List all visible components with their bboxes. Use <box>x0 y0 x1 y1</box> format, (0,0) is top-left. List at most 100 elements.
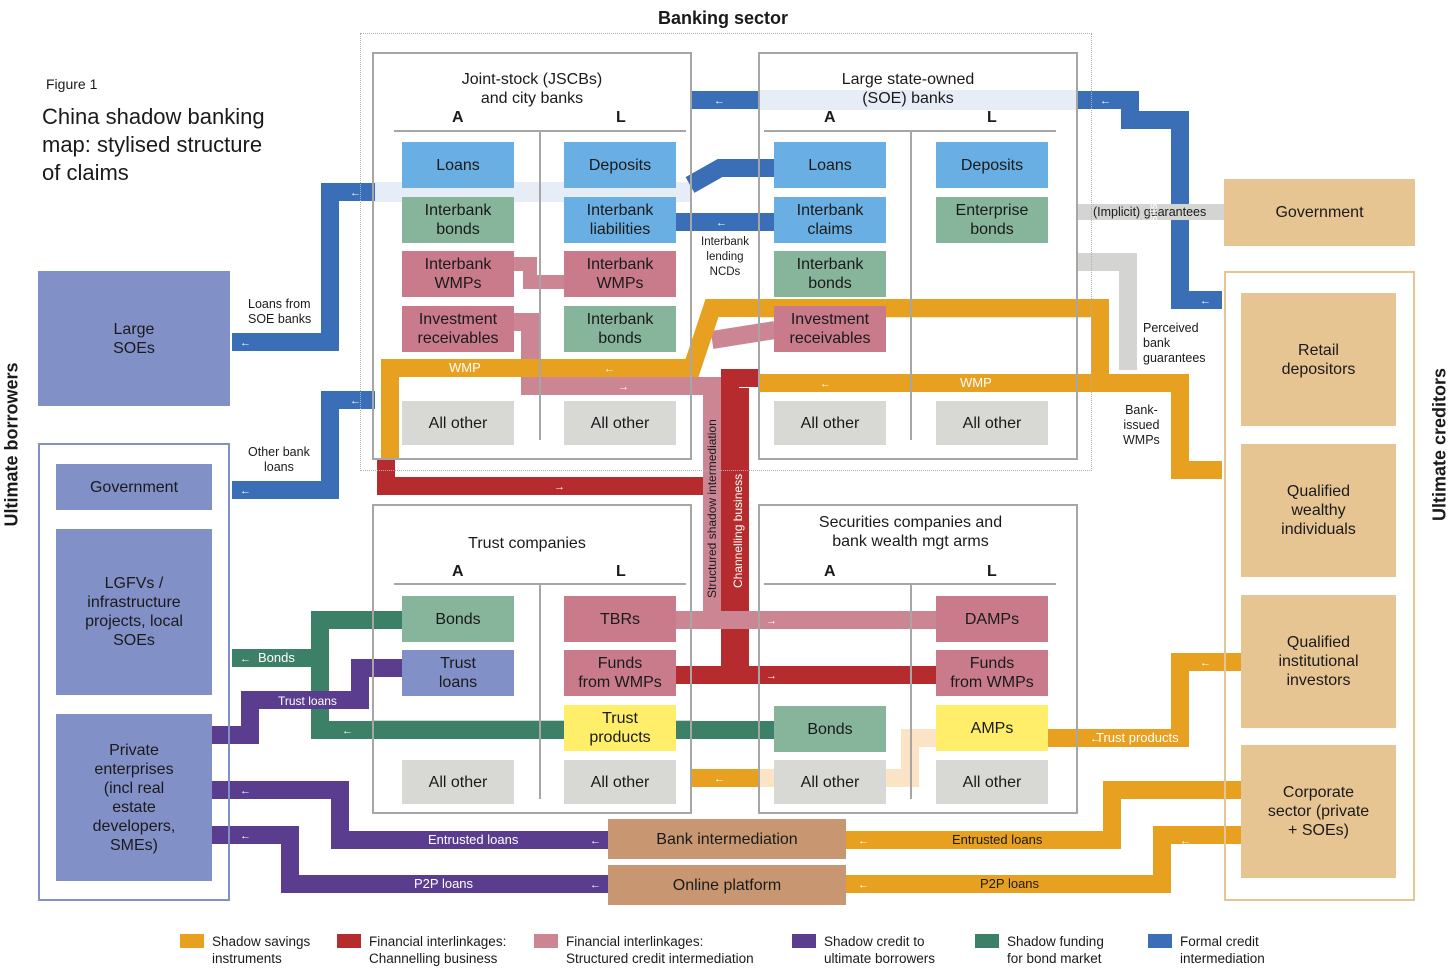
svg-text:←: ← <box>1100 95 1111 107</box>
panel-trust-title: Trust companies <box>468 535 586 552</box>
svg-text:→: → <box>766 615 777 627</box>
panel-jscb <box>372 52 692 460</box>
jscb-all-other-liab: All other <box>564 401 676 445</box>
flow-other-bank-loans <box>232 391 375 499</box>
soe-deposits: Deposits <box>936 142 1048 188</box>
trust-loans: Trust loans <box>402 650 514 696</box>
flow-wmp <box>381 299 1222 479</box>
sec-amps: AMPs <box>936 705 1048 751</box>
svg-text:←: ← <box>240 337 251 349</box>
flow-entrusted-left <box>212 781 610 849</box>
flow-structured-down <box>690 377 938 629</box>
legend-swatch-formal-credit <box>1148 934 1172 948</box>
svg-text:→: → <box>766 670 777 682</box>
legend-swatch-channelling <box>337 934 361 948</box>
svg-text:←: ← <box>604 363 615 375</box>
label-trust-loans: Trust loans <box>278 694 337 708</box>
jscb-interbank-wmps: Interbank WMPs <box>402 251 514 297</box>
svg-text:←: ← <box>240 785 251 797</box>
label-loans-soe-banks: Loans from SOE banks <box>248 297 312 326</box>
svg-text:←: ← <box>240 485 251 497</box>
legend-shadow-savings: Shadow savings instruments <box>212 934 311 966</box>
svg-text:←: ← <box>590 835 601 847</box>
label-structured: Structured shadow intermediation <box>705 419 719 598</box>
trust-all-other-assets: All other <box>402 760 514 804</box>
panel-soe <box>758 52 1078 460</box>
flow-p2p-right <box>846 826 1242 893</box>
label-bonds: Bonds <box>258 650 295 665</box>
sec-all-other-assets: All other <box>774 760 886 804</box>
jscb-interbank-bonds-liab: Interbank bonds <box>564 306 676 352</box>
panel-jscb-title: Joint-stock (JSCBs) and city banks <box>461 71 603 107</box>
svg-text:←: ← <box>240 830 251 842</box>
legend-bond-funding: Shadow funding for bond market <box>1007 934 1104 966</box>
creditor-corporate-sector: Corporate sector (private + SOEs) <box>1241 745 1396 878</box>
sec-liabilities-header: L <box>987 563 997 580</box>
panel-securities-title: Securities companies and bank wealth mgt… <box>818 514 1003 550</box>
label-p2p-right: P2P loans <box>980 876 1040 891</box>
soe-all-other-assets: All other <box>774 401 886 445</box>
legend-structured: Financial interlinkages: Structured cred… <box>566 934 754 966</box>
soe-all-other-liab: All other <box>936 401 1048 445</box>
jscb-deposits: Deposits <box>564 142 676 188</box>
svg-text:←: ← <box>820 378 831 390</box>
bank-intermediation: Bank intermediation <box>608 819 846 859</box>
trust-assets-header: A <box>452 563 464 580</box>
flow-bonds-funding <box>311 611 776 739</box>
soe-assets-header: A <box>824 109 836 126</box>
jscb-investment-receivables: Investment receivables <box>402 306 514 352</box>
label-deposits: Deposits <box>1146 203 1160 250</box>
flow-structured-jscb <box>514 313 690 395</box>
soe-col-divider <box>910 130 912 440</box>
ultimate-creditors-title: Ultimate creditors <box>1429 367 1450 522</box>
creditors-group-outline <box>1224 271 1415 901</box>
flow-trust-loans <box>212 659 402 744</box>
sec-col-divider <box>910 583 912 799</box>
trust-tbrs: TBRs <box>564 596 676 642</box>
legend-channelling: Financial interlinkages: Channelling bus… <box>369 934 507 966</box>
legend-swatch-shadow-savings <box>180 934 204 948</box>
trust-bonds: Bonds <box>402 596 514 642</box>
label-wmp-left: WMP <box>449 360 481 375</box>
flow-channelling-trust <box>676 486 739 684</box>
svg-text:←: ← <box>1200 295 1211 307</box>
figure-title: China shadow banking map: stylised struc… <box>42 104 265 185</box>
svg-text:←: ← <box>350 395 361 407</box>
svg-text:←: ← <box>350 187 361 199</box>
label-trust-products: Trust products <box>1096 730 1179 745</box>
svg-text:→: → <box>618 381 629 393</box>
flow-trust-products <box>1048 653 1242 747</box>
svg-text:←: ← <box>716 217 727 229</box>
panel-securities <box>758 504 1078 814</box>
sec-damps: DAMPs <box>936 596 1048 642</box>
borrowers-group-outline <box>38 443 230 901</box>
banking-sector-title: Banking sector <box>657 8 789 28</box>
borrower-private-enterprises: Private enterprises (incl real estate de… <box>56 714 212 881</box>
flow-interbank-wmps <box>514 257 566 289</box>
flow-structured-soe <box>710 321 777 349</box>
jscb-interbank-wmps-liab: Interbank WMPs <box>564 251 676 297</box>
trust-all-other-liab: All other <box>564 760 676 804</box>
flow-perceived-guarantees <box>1078 253 1137 370</box>
svg-text:←: ← <box>240 653 251 665</box>
banking-sector-outline <box>360 33 1092 471</box>
creditor-retail-depositors: Retail depositors <box>1241 293 1396 426</box>
svg-text:←: ← <box>858 879 869 891</box>
sec-funds-from-wmps: Funds from WMPs <box>936 650 1048 696</box>
flow-deposits <box>1078 91 1222 309</box>
sec-all-other-liab: All other <box>936 760 1048 804</box>
svg-text:←: ← <box>1200 657 1211 669</box>
flow-entrusted-right <box>846 781 1242 849</box>
borrower-lgfvs: LGFVs / infrastructure projects, local S… <box>56 529 212 695</box>
flow-soe-loans-link <box>685 159 775 193</box>
sec-assets-header: A <box>824 563 836 580</box>
flow-loans-soe-banks <box>232 183 375 351</box>
svg-text:←: ← <box>714 773 725 785</box>
creditor-wealthy-individuals: Qualified wealthy individuals <box>1241 444 1396 577</box>
sec-bonds: Bonds <box>774 706 886 752</box>
soe-loans: Loans <box>774 142 886 188</box>
svg-text:←: ← <box>714 95 725 107</box>
label-perceived-guarantees: Perceived bank guarantees <box>1143 321 1206 365</box>
label-bank-issued-wmps: Bank- issued WMPs <box>1123 403 1160 447</box>
